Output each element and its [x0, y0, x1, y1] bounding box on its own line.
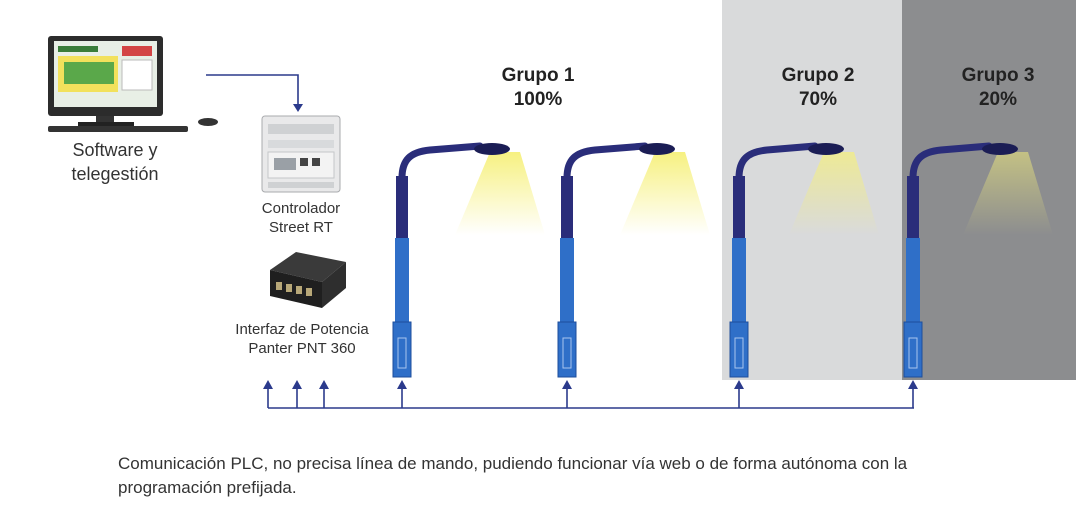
power-interface-label-line1: Interfaz de Potencia — [235, 321, 369, 338]
controller-device-icon — [261, 115, 341, 193]
plc-bus — [267, 386, 914, 409]
controller-label-line2: Street RT — [269, 219, 333, 236]
arrow-icon — [319, 380, 329, 389]
group-2-level: 70% — [798, 89, 838, 110]
computer-icon — [48, 36, 218, 132]
arrow-icon — [263, 380, 273, 389]
arrow-icon — [293, 104, 303, 112]
arrow-icon — [908, 380, 918, 389]
power-interface-label-line2: Panter PNT 360 — [248, 340, 356, 357]
arrow-icon — [734, 380, 744, 389]
group-3-level: 20% — [978, 89, 1018, 110]
street-lamp-1 — [392, 142, 545, 378]
pc-to-controller-link — [206, 74, 299, 105]
arrow-icon — [562, 380, 572, 389]
controller-label-line1: Controlador — [261, 200, 341, 217]
street-lamp-4 — [903, 142, 1053, 378]
group-1-level: 100% — [513, 89, 563, 110]
power-interface-label: Interfaz de Potencia Panter PNT 360 — [212, 320, 392, 358]
software-label-line1: Software y — [72, 140, 158, 160]
group-2-name: Grupo 2 — [781, 65, 855, 86]
arrow-icon — [397, 380, 407, 389]
caption-text: Comunicación PLC, no precisa línea de ma… — [118, 454, 908, 497]
group-1-name: Grupo 1 — [501, 65, 575, 86]
software-label: Software y telegestión — [40, 138, 190, 186]
arrow-icon — [292, 380, 302, 389]
street-lamp-2 — [557, 142, 710, 378]
power-interface-device-icon — [270, 252, 346, 308]
street-lamp-3 — [729, 142, 879, 378]
bus-arrows — [263, 380, 918, 389]
controller-label: Controlador Street RT — [226, 199, 376, 237]
software-label-line2: telegestión — [71, 164, 159, 184]
group-3-name: Grupo 3 — [961, 65, 1035, 86]
